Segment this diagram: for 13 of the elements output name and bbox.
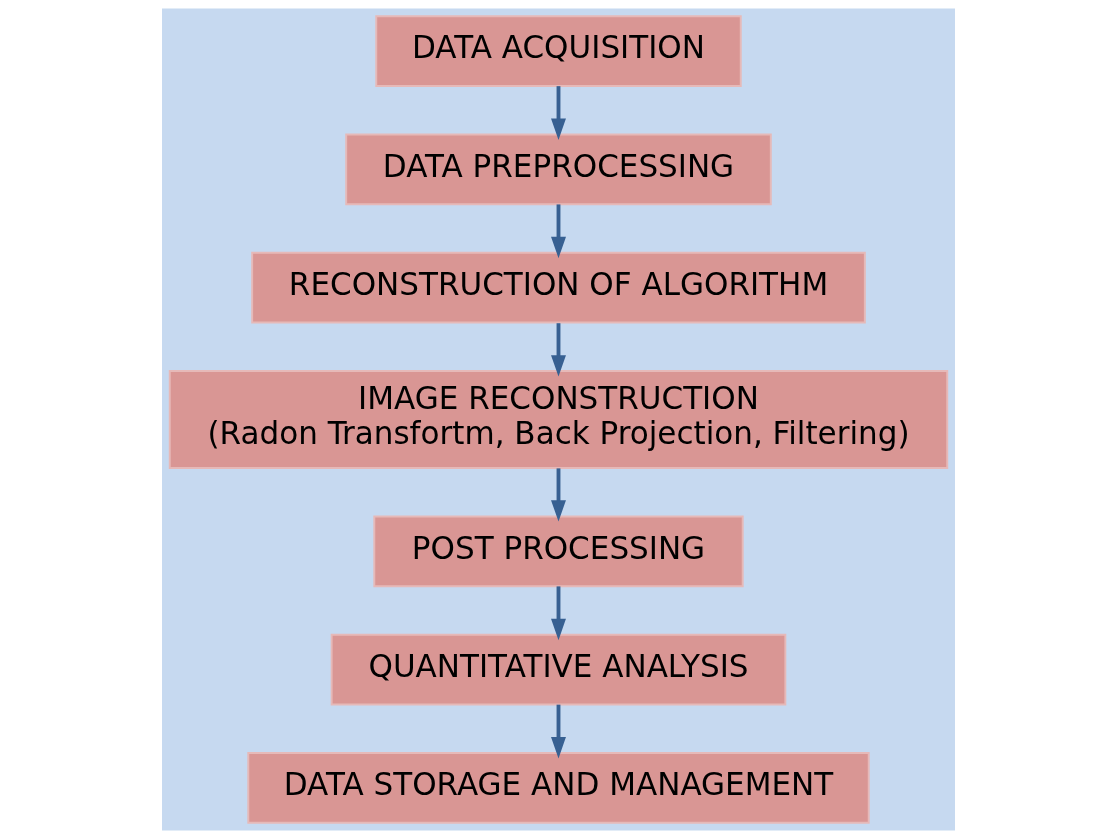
arrow <box>551 86 566 140</box>
node-box: DATA PREPROCESSING <box>345 133 772 206</box>
node-box: QUANTITATIVE ANALYSIS <box>330 633 787 706</box>
arrow <box>551 468 566 522</box>
arrow <box>551 323 566 377</box>
node-box: DATA ACQUISITION <box>375 15 742 87</box>
node-box: RECONSTRUCTION OF ALGORITHM <box>251 251 866 324</box>
node-box: DATA STORAGE AND MANAGEMENT <box>247 752 870 824</box>
arrow <box>551 204 566 259</box>
arrow <box>551 586 566 641</box>
node-box: IMAGE RECONSTRUCTION (Radon Transfortm, Back Projection, Filtering) <box>168 370 949 469</box>
arrow <box>551 704 566 759</box>
node-box: POST PROCESSING <box>373 515 744 588</box>
